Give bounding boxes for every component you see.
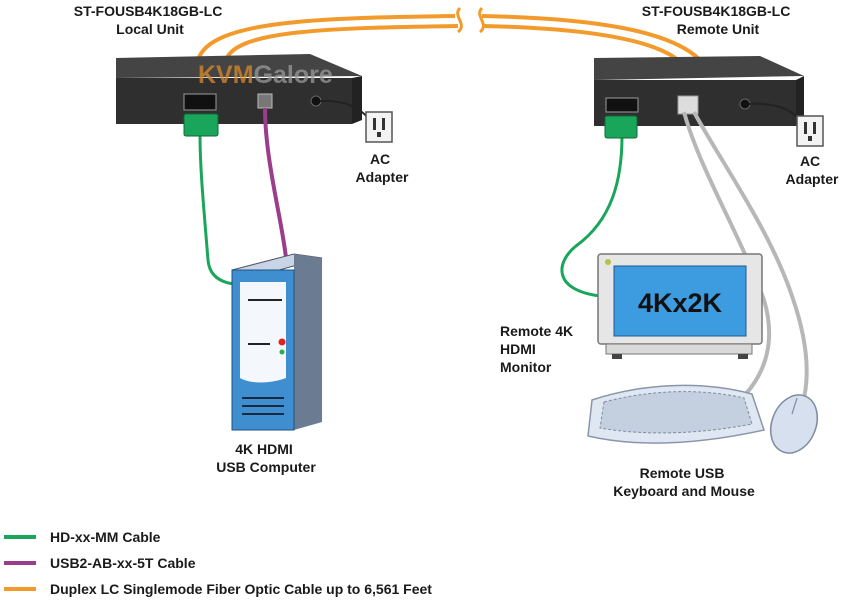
local-power-port xyxy=(310,95,322,107)
local-unit-role: Local Unit xyxy=(116,21,184,37)
ac-outlet-right-ground xyxy=(808,136,812,141)
ac-adapter-label-right: AC Adapter xyxy=(786,153,839,187)
computer-label-line2: USB Computer xyxy=(216,459,316,475)
ac-outlet-left-slot-1 xyxy=(373,118,376,130)
ac-outlet-right-plate xyxy=(796,115,824,147)
monitor-foot-left xyxy=(612,354,622,359)
monitor-screen-text: 4Kx2K xyxy=(638,288,723,318)
monitor-screen xyxy=(613,265,747,337)
local-unit-device xyxy=(116,54,362,124)
ac-adapter-left-line1: AC xyxy=(370,151,390,167)
remote-usb-ports xyxy=(677,95,699,115)
monitor-foot-right xyxy=(738,354,748,359)
computer-power-led xyxy=(278,338,286,346)
legend-label-hdmi: HD-xx-MM Cable xyxy=(50,529,161,545)
hdmi-cable-remote xyxy=(560,135,624,298)
remote-unit-label: ST-FOUSB4K18GB-LC Remote Unit xyxy=(642,3,794,37)
fiber-strand-3 xyxy=(481,14,702,62)
computer-label-line1: 4K HDMI xyxy=(235,441,293,457)
hdmi-connector-remote xyxy=(604,115,638,139)
fiber-optic-cable xyxy=(196,6,702,62)
remote-unit-role: Remote Unit xyxy=(677,21,760,37)
watermark-kvm: KVM xyxy=(198,61,254,89)
legend-label-fiber: Duplex LC Singlemode Fiber Optic Cable u… xyxy=(50,581,432,597)
peripherals-label-line2: Keyboard and Mouse xyxy=(613,483,755,499)
computer-label: 4K HDMI USB Computer xyxy=(216,441,316,475)
keyboard xyxy=(587,384,765,444)
local-unit-top xyxy=(116,54,362,78)
local-usb-port xyxy=(257,93,273,109)
monitor-label: Remote 4K HDMI Monitor xyxy=(500,323,577,375)
ac-outlet-left-slot-2 xyxy=(382,118,385,130)
ac-outlet-left-ground xyxy=(377,132,381,137)
fiber-break-mark-1 xyxy=(456,6,463,34)
monitor-stand xyxy=(605,343,753,355)
mouse-body xyxy=(769,394,819,454)
ac-outlet-right-slot-1 xyxy=(804,122,807,134)
local-unit-side xyxy=(352,76,362,124)
remote-unit-side xyxy=(796,76,804,126)
ac-outlet-icon-right xyxy=(796,115,824,147)
monitor-label-line2: HDMI xyxy=(500,341,536,357)
remote-monitor xyxy=(597,253,763,359)
hdmi-cable-local xyxy=(198,133,253,286)
ac-adapter-left-line2: Adapter xyxy=(356,169,409,185)
hdmi-connector-local xyxy=(183,113,219,137)
legend: HD-xx-MM Cable USB2-AB-xx-5T Cable Duple… xyxy=(4,529,432,597)
mouse-button-divider xyxy=(791,397,798,415)
ac-outlet-left-plate xyxy=(365,111,393,143)
watermark-galore: Galore xyxy=(254,61,333,89)
computer-activity-led xyxy=(279,349,285,355)
keyboard-keys xyxy=(599,391,753,434)
remote-unit-model: ST-FOUSB4K18GB-LC xyxy=(642,3,791,19)
monitor-label-line1: Remote 4K xyxy=(500,323,573,339)
computer-side xyxy=(294,254,322,430)
fiber-strand-1 xyxy=(196,14,456,61)
fiber-strand-4 xyxy=(483,24,680,62)
monitor-label-line3: Monitor xyxy=(500,359,552,375)
computer-tower xyxy=(231,253,323,431)
remote-unit-top xyxy=(594,56,804,80)
ac-adapter-label-left: AC Adapter xyxy=(356,151,409,185)
legend-label-usb: USB2-AB-xx-5T Cable xyxy=(50,555,196,571)
peripherals-label-line1: Remote USB xyxy=(640,465,725,481)
peripherals-label: Remote USB Keyboard and Mouse xyxy=(613,465,755,499)
ac-adapter-right-line1: AC xyxy=(800,153,820,169)
remote-hdmi-port xyxy=(605,97,639,113)
usb-cable-local xyxy=(263,107,288,259)
local-unit-label: ST-FOUSB4K18GB-LC Local Unit xyxy=(74,3,226,37)
watermark: KVMGalore xyxy=(198,61,333,89)
local-unit-model: ST-FOUSB4K18GB-LC xyxy=(74,3,223,19)
fiber-break-mark-2 xyxy=(478,6,485,34)
remote-power-port xyxy=(739,98,751,110)
fiber-strand-2 xyxy=(224,24,459,61)
monitor-led xyxy=(605,259,611,265)
mouse xyxy=(769,394,819,454)
ac-adapter-right-line2: Adapter xyxy=(786,171,839,187)
computer-front-panel xyxy=(240,282,286,383)
ac-outlet-icon-left xyxy=(365,111,393,143)
mouse-cable xyxy=(692,111,809,399)
ac-outlet-right-slot-2 xyxy=(813,122,816,134)
local-hdmi-port xyxy=(183,93,217,111)
